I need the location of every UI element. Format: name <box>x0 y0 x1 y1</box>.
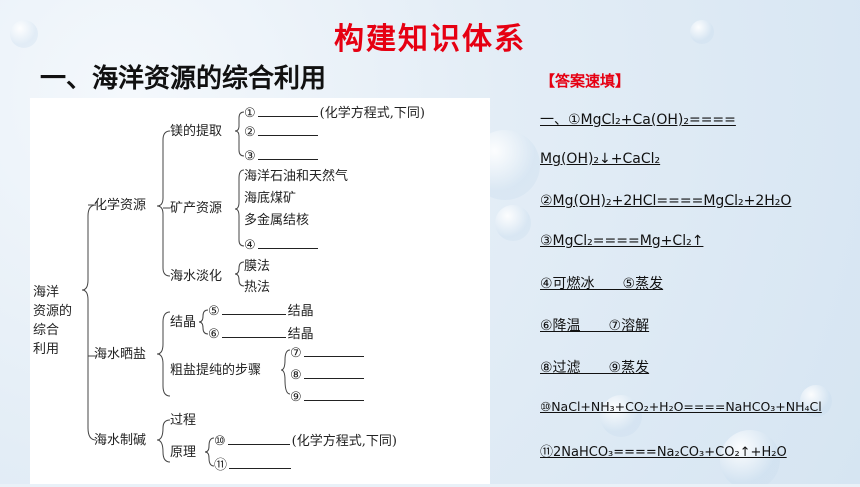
bubble-decoration <box>800 385 832 417</box>
answer-text: ⑪2NaHCO₃====Na₂CO₃+CO₂↑+H₂O <box>540 445 787 460</box>
root-line: 综合 <box>33 323 60 338</box>
answer-text: ⑩NaCl+NH₃+CO₂+H₂O====NaHCO₃+NH₄Cl <box>540 399 822 414</box>
equation-note: (化学方程式,下同) <box>319 106 425 121</box>
process: 过程 <box>170 413 197 428</box>
mineral-item: 海底煤矿 <box>244 191 297 206</box>
sea-salt: 海水晒盐 <box>94 347 147 362</box>
purif-item-9: ⑨ <box>290 388 366 406</box>
mg-item-2: ② <box>244 123 320 141</box>
bubble-decoration <box>720 430 780 484</box>
cryst-suffix: 结晶 <box>287 304 314 319</box>
mg-extraction: 镁的提取 <box>170 124 223 139</box>
blank-line <box>227 432 290 445</box>
item-number: ⑨ <box>290 390 302 405</box>
blank-line <box>221 325 286 338</box>
bubble-decoration <box>495 205 531 241</box>
cryst-item-6: ⑥ 结晶 <box>208 325 314 343</box>
mg-item-3: ③ <box>244 147 320 165</box>
purif-item-7: ⑦ <box>290 344 366 362</box>
item-number: ⑤ <box>208 304 220 319</box>
answer-text: 一、①MgCl₂+Ca(OH)₂==== <box>540 112 736 128</box>
answer-text: Mg(OH)₂↓+CaCl₂ <box>540 151 661 167</box>
item-number: ⑪ <box>214 458 228 473</box>
root-line: 海洋 <box>33 285 60 300</box>
answer-text: ③MgCl₂====Mg+Cl₂↑ <box>540 233 704 249</box>
blank-line <box>303 366 364 379</box>
root-line: 利用 <box>33 342 60 357</box>
alkali: 海水制碱 <box>94 433 147 448</box>
answer-line: ⑧过滤 ⑨蒸发 <box>540 357 649 377</box>
answer-line: ②Mg(OH)₂+2HCl====MgCl₂+2H₂O <box>540 193 791 209</box>
mineral-item: 海洋石油和天然气 <box>244 169 349 184</box>
root-node: 海洋 资源的 综合 利用 <box>33 283 89 359</box>
mg-item-1: ① (化学方程式,下同) <box>244 104 425 122</box>
cryst-item-5: ⑤ 结晶 <box>208 302 314 320</box>
cryst-suffix: 结晶 <box>287 327 314 342</box>
desal-item: 膜法 <box>244 259 271 274</box>
answer-panel: 【答案速填】 一、①MgCl₂+Ca(OH)₂==== Mg(OH)₂↓+CaC… <box>540 70 850 487</box>
page-title: 构建知识体系 <box>334 22 526 57</box>
answer-text: ⑧过滤 ⑨蒸发 <box>540 360 650 376</box>
blank-line <box>303 344 364 357</box>
root-line: 资源的 <box>33 304 73 319</box>
mineral-item: 多金属结核 <box>244 213 310 228</box>
principle-item-11: ⑪ <box>214 456 293 474</box>
answer-line: ⑩NaCl+NH₃+CO₂+H₂O====NaHCO₃+NH₄Cl <box>540 399 822 414</box>
blank-line <box>257 123 318 136</box>
answer-line: 一、①MgCl₂+Ca(OH)₂==== <box>540 109 736 129</box>
answer-line: Mg(OH)₂↓+CaCl₂ <box>540 151 660 167</box>
item-number: ⑦ <box>290 346 302 361</box>
answer-line: ⑪2NaHCO₃====Na₂CO₃+CO₂↑+H₂O <box>540 441 787 460</box>
purif-item-8: ⑧ <box>290 366 366 384</box>
answer-line: ③MgCl₂====Mg+Cl₂↑ <box>540 233 703 249</box>
answer-heading: 【答案速填】 <box>540 72 631 90</box>
bubble-decoration <box>600 395 642 437</box>
principle-item-10: ⑩ (化学方程式,下同) <box>214 432 397 450</box>
answer-text: ②Mg(OH)₂+2HCl====MgCl₂+2H₂O <box>540 193 792 209</box>
blank-line <box>221 302 286 315</box>
mineral-item-4: ④ <box>244 236 320 254</box>
item-number: ⑩ <box>214 434 226 449</box>
blank-line <box>257 147 318 160</box>
blank-line <box>229 456 292 469</box>
crystallization: 结晶 <box>170 315 197 330</box>
item-number: ③ <box>244 149 256 164</box>
mineral-resources: 矿产资源 <box>170 201 223 216</box>
blank-line <box>257 236 318 249</box>
item-number: ② <box>244 125 256 140</box>
purification: 粗盐提纯的步骤 <box>170 363 262 378</box>
equation-note: (化学方程式,下同) <box>291 434 397 449</box>
bracket-lines <box>81 111 291 467</box>
blank-line <box>257 104 318 117</box>
bubble-decoration <box>10 20 38 48</box>
item-number: ⑧ <box>290 368 302 383</box>
item-number: ④ <box>244 238 256 253</box>
desal-item: 热法 <box>244 280 271 295</box>
section-heading: 一、海洋资源的综合利用 <box>40 64 327 94</box>
answer-line: ④可燃冰 ⑤蒸发 <box>540 273 663 293</box>
knowledge-diagram: 海洋 资源的 综合 利用 化学资源 镁的提取 ① (化学方程式,下同) ② ③ 矿… <box>30 98 490 484</box>
item-number: ⑥ <box>208 327 220 342</box>
answer-line: ⑥降温 ⑦溶解 <box>540 315 649 335</box>
blank-line <box>303 388 364 401</box>
principle: 原理 <box>170 445 197 460</box>
bubble-decoration <box>690 20 714 44</box>
answer-text: ⑥降温 ⑦溶解 <box>540 318 650 334</box>
chemical-resources: 化学资源 <box>94 198 147 213</box>
answer-text: ④可燃冰 ⑤蒸发 <box>540 276 664 292</box>
item-number: ① <box>244 106 256 121</box>
desalination: 海水淡化 <box>170 269 223 284</box>
